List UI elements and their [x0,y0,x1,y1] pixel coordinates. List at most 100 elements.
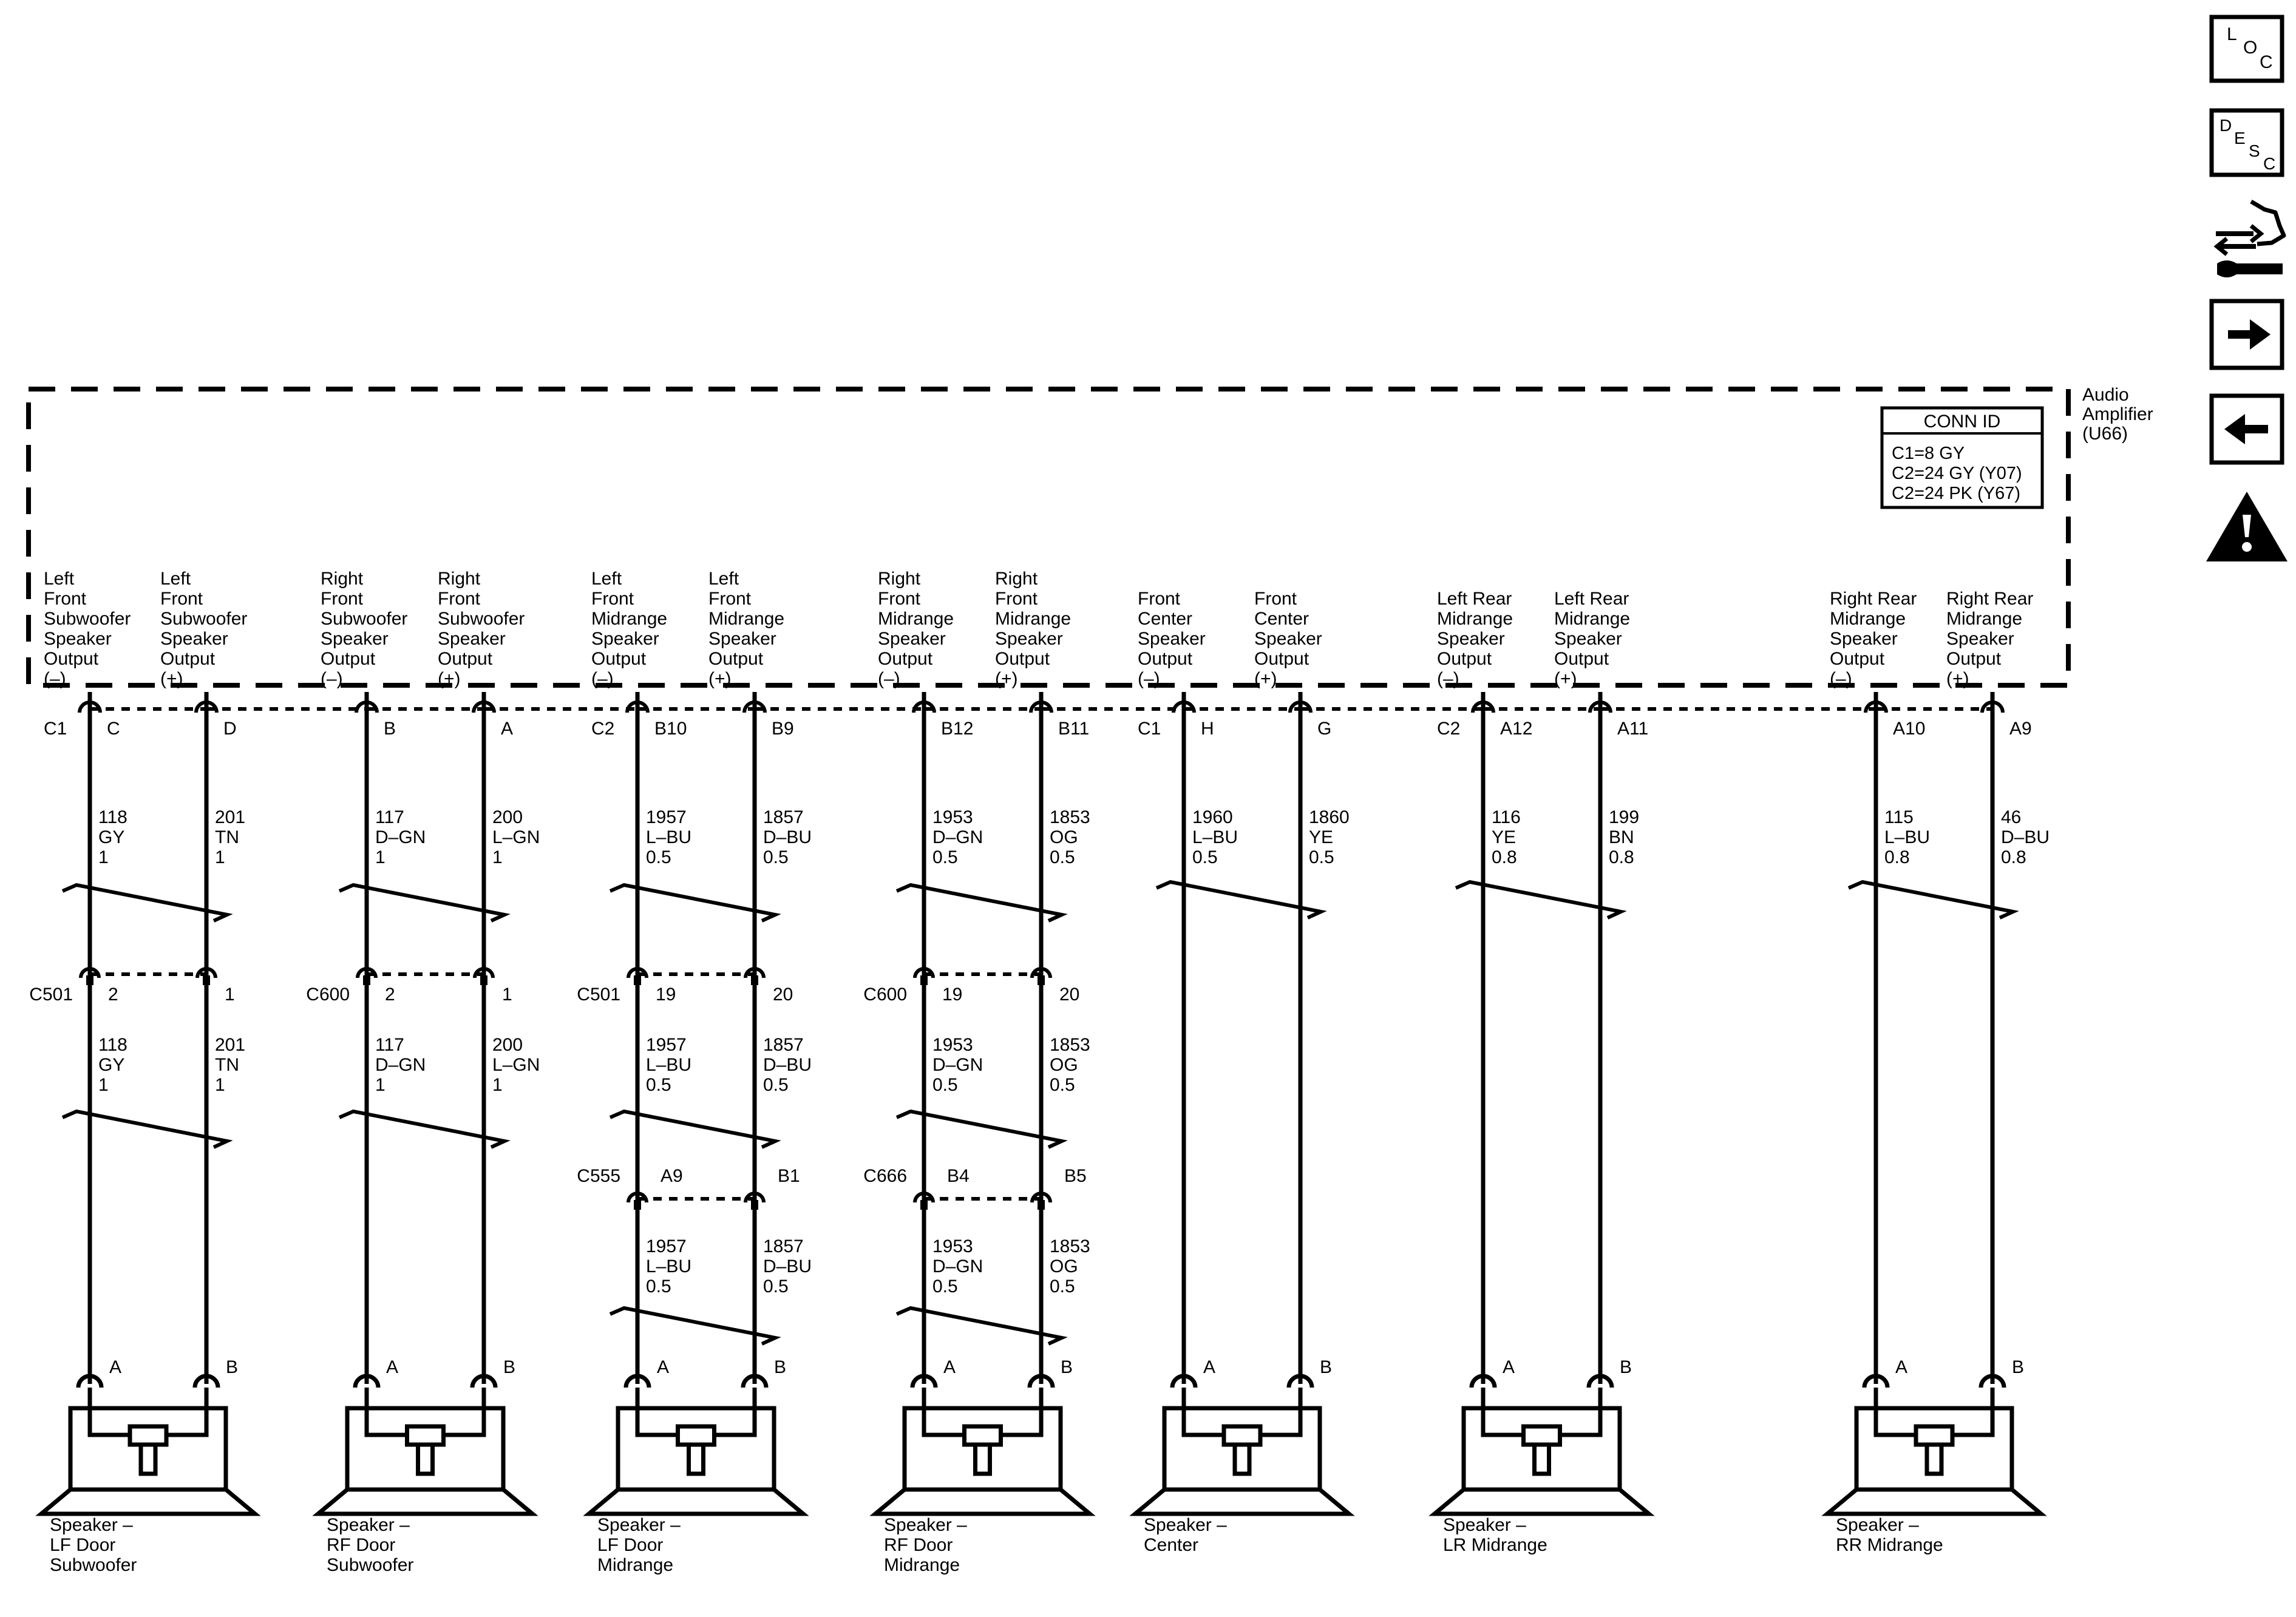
output-label-line: Speaker [995,629,1063,649]
audio-amplifier-module[interactable] [26,387,2071,688]
speaker-icon[interactable] [312,1388,538,1516]
output-label-line: Front [708,589,752,609]
inline-pin-terminal[interactable] [356,967,378,978]
speaker-pin-terminal[interactable] [1469,1374,1497,1388]
pin-terminal[interactable] [1471,700,1495,713]
inline-pin-terminal[interactable] [913,967,935,978]
speaker-pin-terminal[interactable] [1862,1374,1890,1388]
connector-end-view-icon[interactable] [2213,199,2286,277]
speaker-icon[interactable] [869,1388,1096,1516]
output-label-line: Left [591,569,622,589]
speaker-icon[interactable] [35,1388,261,1516]
next-page-button[interactable] [2209,299,2284,370]
pin-terminal[interactable] [355,700,379,713]
speaker-pin-terminal[interactable] [1586,1374,1614,1388]
pin-terminal[interactable] [912,700,936,713]
circuit-label-line: L–BU [1192,827,1238,847]
pin-terminal[interactable] [1864,700,1888,713]
pin-terminal[interactable] [472,700,496,713]
inline-pin-terminal[interactable] [913,1192,935,1203]
speaker-pin-terminal[interactable] [470,1374,498,1388]
speaker-icon[interactable] [1821,1388,2047,1516]
loc-button-frame[interactable] [2209,15,2284,83]
pin-terminal[interactable] [1172,700,1196,713]
circuit-label-line: 1857 [763,1035,804,1055]
pin-label: A [501,719,513,739]
speaker-pin-terminal[interactable] [192,1374,220,1388]
pin-terminal[interactable] [625,700,650,713]
inline-pin-terminal[interactable] [195,967,217,978]
inline-pin-terminal[interactable] [744,1192,766,1203]
speaker-pin-terminal[interactable] [1978,1374,2006,1388]
speaker-pin-label: B [1620,1357,1632,1377]
pin-terminal[interactable] [78,700,102,713]
pin-terminal[interactable] [742,700,767,713]
inline-pin-terminal[interactable] [1030,1192,1052,1203]
speaker-pin-terminal[interactable] [76,1374,104,1388]
loc-button[interactable]: LOC [2209,15,2284,83]
conn-id-box: CONN ID C1=8 GY C2=24 GY (Y07) C2=24 PK … [1880,406,2044,509]
inline-pin-terminal[interactable] [1030,967,1052,978]
speaker-name: Speaker –LR Midrange [1443,1515,1547,1555]
speaker-icon[interactable] [1129,1388,1355,1516]
output-label-line: (–) [591,669,614,689]
inline-pin-terminal[interactable] [744,967,766,978]
pin-terminal[interactable] [1288,700,1313,713]
speaker-stem [1532,1442,1551,1476]
arrow-right-icon [2228,319,2271,350]
previous-page-button[interactable] [2209,393,2284,465]
desc-button-frame[interactable] [2209,108,2284,177]
pin-terminal[interactable] [1980,700,2005,713]
twisted-pair-mark [1455,880,1627,920]
inline-pin-terminal[interactable] [627,1192,648,1203]
output-label-line: Right [995,569,1038,589]
pin-terminal[interactable] [1029,700,1053,713]
speaker-icon[interactable] [583,1388,809,1516]
speaker-pin-terminal[interactable] [353,1374,381,1388]
pin-terminal[interactable] [194,700,219,713]
twisted-pair-mark [338,1109,511,1149]
output-label-line: Output [1138,649,1193,669]
inline-pin-terminal[interactable] [473,967,495,978]
speaker-pin-terminal[interactable] [741,1374,769,1388]
speaker-pin-terminal[interactable] [623,1374,651,1388]
speaker-pin-terminal[interactable] [910,1374,938,1388]
speaker-icon[interactable] [1428,1388,1655,1516]
speaker-pin-terminal[interactable] [1170,1374,1198,1388]
speaker-pin-terminal[interactable] [1027,1374,1055,1388]
circuit-label-line: 1 [98,847,109,867]
inline-pin-label: 1 [225,985,235,1005]
inline-pin-terminal[interactable] [627,967,648,978]
speaker-name-line: LR Midrange [1443,1535,1547,1555]
circuit-label-line: 201 [215,1035,245,1055]
inline-pin-label: A9 [661,1166,683,1186]
speaker-name-line: Subwoofer [50,1555,137,1575]
inline-pin-label: 2 [385,985,395,1005]
pin-terminal[interactable] [1588,700,1612,713]
warning-icon[interactable] [2206,492,2288,561]
speaker-name-line: Speaker – [1144,1515,1227,1535]
inline-pin-terminal[interactable] [79,967,101,978]
output-label-line: Output [1554,649,1609,669]
speaker-pin-terminal[interactable] [1286,1374,1314,1388]
circuit-label-line: OG [1050,1055,1078,1075]
